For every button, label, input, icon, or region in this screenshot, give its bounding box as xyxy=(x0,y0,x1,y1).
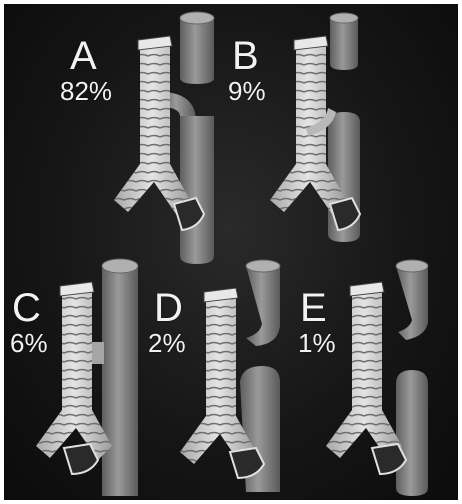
panel-a-letter: A xyxy=(70,36,97,76)
figure-stage: A 82% B 9% C 6% D 2% E 1% xyxy=(4,4,458,500)
panel-b-illustration xyxy=(270,13,360,242)
panel-d-esophagus-upper xyxy=(246,266,280,346)
panel-e-illustration xyxy=(326,260,428,496)
panel-a-percent: 82% xyxy=(60,78,112,104)
panel-d-illustration xyxy=(180,260,280,492)
panel-d-letter: D xyxy=(154,288,183,328)
panel-e-percent: 1% xyxy=(298,330,336,356)
panel-e-esophagus-lower xyxy=(396,370,428,496)
panel-d-percent: 2% xyxy=(148,330,186,356)
panel-c-illustration xyxy=(36,259,138,496)
panel-c-percent: 6% xyxy=(10,330,48,356)
panel-a-illustration xyxy=(114,12,214,264)
panel-e-letter: E xyxy=(300,288,327,328)
panel-b-percent: 9% xyxy=(228,78,266,104)
panel-c-esophagus xyxy=(102,266,138,496)
panel-b-esophagus-upper xyxy=(330,18,358,70)
panel-e-esophagus-upper xyxy=(396,266,428,340)
panel-c-letter: C xyxy=(12,288,41,328)
panel-b-letter: B xyxy=(232,36,259,76)
panel-a-esophagus-upper xyxy=(180,18,214,84)
